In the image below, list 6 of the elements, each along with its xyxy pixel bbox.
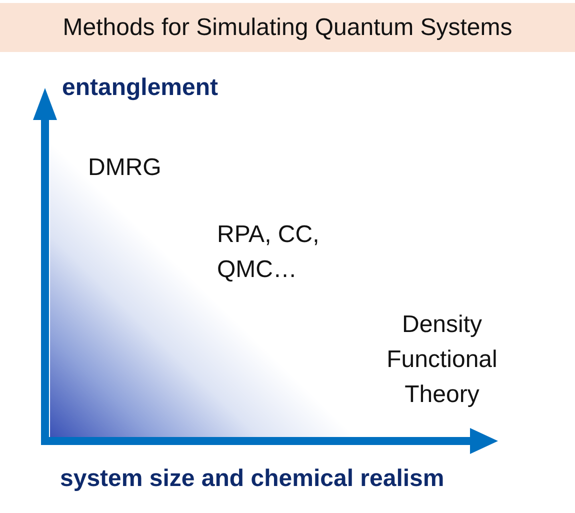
method-label: Density Functional Theory — [386, 310, 498, 410]
method-label: RPA, CC, QMC… — [217, 220, 320, 285]
y-axis-label: entanglement — [62, 73, 218, 103]
title: Methods for Simulating Quantum Systems — [62, 14, 512, 42]
x-axis-label: system size and chemical realism — [60, 464, 444, 494]
method-label: DMRG — [88, 153, 162, 183]
